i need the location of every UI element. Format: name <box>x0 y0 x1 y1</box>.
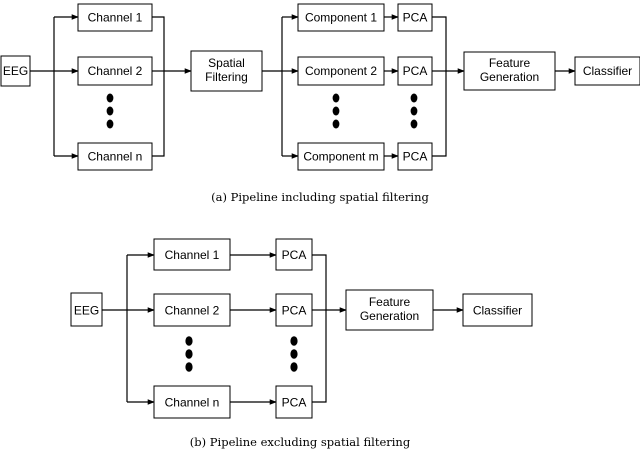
caption-b: (b) Pipeline excluding spatial filtering <box>190 435 411 449</box>
component-2-node: Component 2 <box>297 56 385 86</box>
channel-2-label: Channel 2 <box>165 304 220 318</box>
channel-1-node: Channel 1 <box>77 3 153 32</box>
channel-1-node: Channel 1 <box>153 238 231 271</box>
pca-1-node: PCA <box>275 238 313 271</box>
pca-1-label: PCA <box>403 11 428 25</box>
feature-generation-label-line1: Feature <box>369 295 411 309</box>
ellipsis-dot <box>290 362 298 372</box>
channel-n-label: Channel n <box>165 396 220 410</box>
ellipsis-dot <box>185 336 193 346</box>
channel-n-node: Channel n <box>153 385 231 419</box>
component-1-label: Component 1 <box>305 11 377 25</box>
classifier-node: Classifier <box>462 293 533 327</box>
feature-generation-label-line1: Feature <box>489 56 531 70</box>
feature-generation-label-line2: Generation <box>480 70 539 84</box>
ellipsis-dot <box>410 106 418 116</box>
feature-generation-label-line2: Generation <box>360 309 419 323</box>
ellipsis-dot <box>185 349 193 359</box>
feature-generation-node: Feature Generation <box>463 51 556 91</box>
classifier-label: Classifier <box>583 64 632 78</box>
pca-2-node: PCA <box>397 56 433 86</box>
pca-2-label: PCA <box>282 304 307 318</box>
ellipsis-components <box>332 93 340 129</box>
pca-2-label: PCA <box>403 64 428 78</box>
channel-1-label: Channel 1 <box>88 11 143 25</box>
ellipsis-dot <box>332 119 340 129</box>
eeg-node: EEG <box>70 292 103 327</box>
eeg-node: EEG <box>0 55 31 87</box>
ellipsis-dot <box>106 119 114 129</box>
spatial-filtering-label-line2: Filtering <box>205 70 248 84</box>
diagram-a-connectors <box>30 14 576 159</box>
spatial-filtering-label-line1: Spatial <box>208 56 245 70</box>
channel-n-node: Channel n <box>77 142 153 171</box>
pca-3-node: PCA <box>275 385 313 419</box>
ellipsis-dot <box>290 349 298 359</box>
pca-3-label: PCA <box>282 396 307 410</box>
channel-n-label: Channel n <box>88 150 143 164</box>
component-1-node: Component 1 <box>297 3 385 32</box>
classifier-node: Classifier <box>574 56 640 86</box>
pca-1-label: PCA <box>282 248 307 262</box>
ellipsis-dot <box>106 93 114 103</box>
channel-2-node: Channel 2 <box>153 293 231 327</box>
pca-3-label: PCA <box>403 150 428 164</box>
diagram-b: EEG Channel 1 Channel 2 Channel n PCA PC… <box>70 238 533 449</box>
connector-pca-merge <box>312 254 327 403</box>
component-m-label: Component m <box>303 150 378 164</box>
eeg-label: EEG <box>74 304 99 318</box>
pca-2-node: PCA <box>275 293 313 327</box>
ellipsis-dot <box>410 119 418 129</box>
ellipsis-dot <box>332 106 340 116</box>
classifier-label: Classifier <box>473 304 522 318</box>
feature-generation-node: Feature Generation <box>345 289 434 331</box>
spatial-filtering-node: Spatial Filtering <box>190 50 263 92</box>
channel-2-label: Channel 2 <box>88 64 143 78</box>
ellipsis-pca <box>410 93 418 129</box>
ellipsis-dot <box>106 106 114 116</box>
ellipsis-dot <box>290 336 298 346</box>
channel-1-label: Channel 1 <box>165 248 220 262</box>
ellipsis-channels <box>185 336 193 372</box>
component-m-node: Component m <box>297 142 385 171</box>
eeg-label: EEG <box>3 64 28 78</box>
ellipsis-channels <box>106 93 114 129</box>
pca-3-node: PCA <box>397 142 433 171</box>
connector-channels-merge <box>152 16 165 157</box>
diagram-b-connectors <box>102 252 464 405</box>
pca-1-node: PCA <box>397 3 433 32</box>
ellipsis-dot <box>185 362 193 372</box>
channel-2-node: Channel 2 <box>77 56 153 86</box>
ellipsis-pca <box>290 336 298 372</box>
connector-pca-merge <box>432 16 447 157</box>
component-2-label: Component 2 <box>305 64 377 78</box>
diagram-a: EEG Channel 1 Channel 2 Channel n Spatia… <box>0 3 640 204</box>
caption-a: (a) Pipeline including spatial filtering <box>211 190 429 204</box>
ellipsis-dot <box>332 93 340 103</box>
ellipsis-dot <box>410 93 418 103</box>
